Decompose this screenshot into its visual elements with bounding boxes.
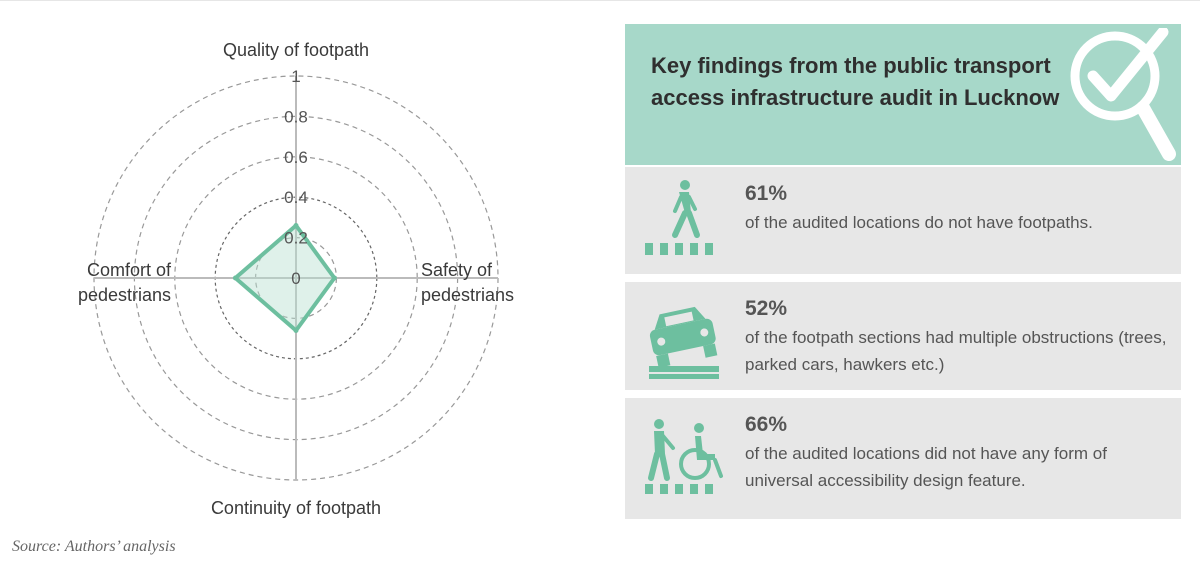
tick-label-1: 0.2 [284,229,308,248]
tick-label-3: 0.6 [284,148,308,167]
pedestrian-crossing-icon [645,180,713,255]
finding-desc-1: of the audited locations do not have foo… [745,213,1093,232]
finding-card-1: 61% of the audited locations do not have… [625,167,1181,274]
radar-point-2 [293,328,299,334]
source-note: Source: Authors’ analysis [12,538,176,555]
finding-percent-2: 52% [745,297,788,320]
finding-percent-1: 61% [745,182,788,205]
car-on-footpath-icon [649,306,719,379]
top-divider [0,0,1200,1]
axis-label-bottom: Continuity of footpath [211,498,381,518]
findings-title: Key findings from the public transport a… [651,53,1060,110]
finding-desc-3: of the audited locations did not have an… [745,444,1107,490]
tick-label-0: 0 [291,269,300,288]
axis-label-right-2: pedestrians [421,285,514,305]
tick-label-2: 0.4 [284,188,308,207]
axis-label-right-1: Safety of [421,260,493,280]
radar-chart: 0 0.2 0.4 0.6 0.8 1 Quality of footpath Safet… [78,40,514,518]
axis-label-top: Quality of footpath [223,40,369,60]
finding-percent-3: 66% [745,413,788,436]
findings-header: Key findings from the public transport a… [625,24,1181,165]
axis-label-left-1: Comfort of [87,260,172,280]
radar-point-0 [293,222,299,228]
radar-point-1 [331,275,337,281]
tick-label-4: 0.8 [284,107,308,126]
magnifier-check-icon [1070,28,1176,161]
pedestrian-wheelchair-icon [645,419,723,494]
axis-label-left-2: pedestrians [78,285,171,305]
finding-text-2: 52% of the footpath sections had multipl… [745,296,1175,378]
finding-desc-2: of the footpath sections had multiple ob… [745,328,1167,374]
finding-text-3: 66% of the audited locations did not hav… [745,412,1175,494]
finding-card-3: 66% of the audited locations did not hav… [625,398,1181,519]
radar-point-3 [232,275,238,281]
tick-label-5: 1 [291,67,300,86]
finding-card-2: 52% of the footpath sections had multipl… [625,282,1181,390]
finding-text-1: 61% of the audited locations do not have… [745,181,1175,236]
